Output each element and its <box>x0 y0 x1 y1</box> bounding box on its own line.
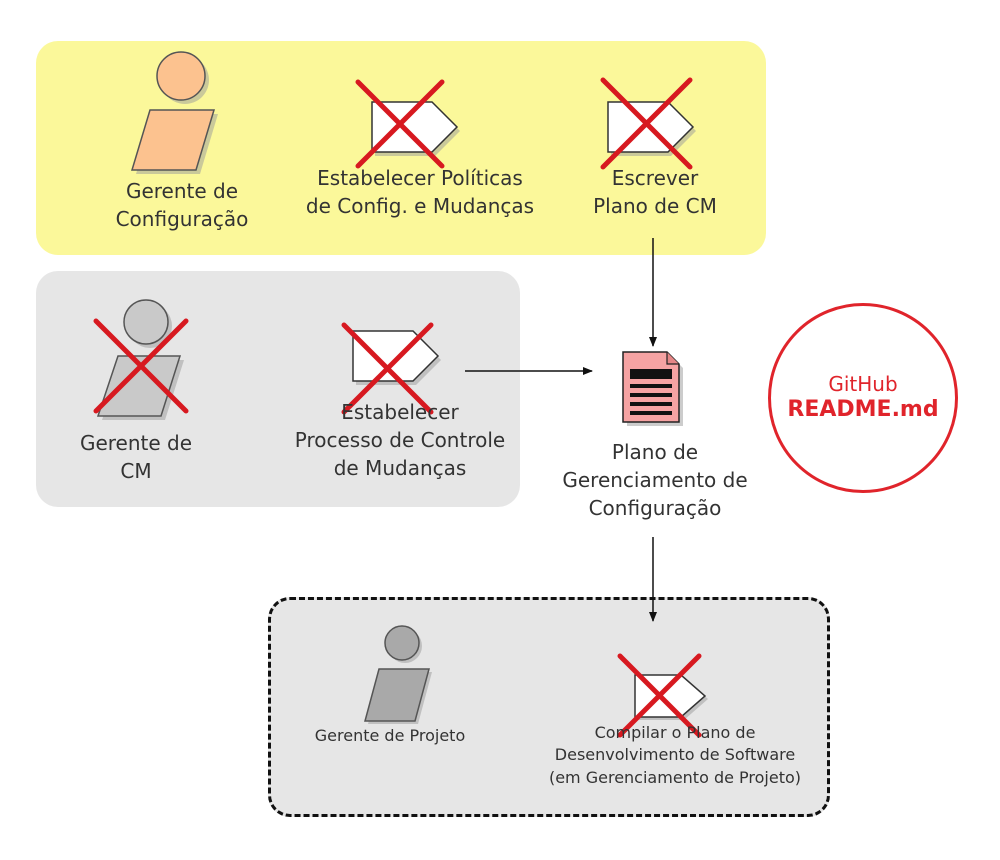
role-project-manager-icon <box>364 625 432 724</box>
task-write-plan-label: Escrever Plano de CM <box>593 166 717 218</box>
cross-out-icon <box>93 318 189 414</box>
role-configuration-manager-label: Gerente de Configuração <box>115 179 249 231</box>
artifact-label: Plano de Gerenciamento de Configuração <box>562 440 748 520</box>
task-compile-plan-label: Compilar o Plano de Desenvolvimento de S… <box>548 723 802 787</box>
task-policies-label: Estabelecer Políticas de Config. e Mudan… <box>305 166 535 218</box>
role-cm-manager-icon <box>96 299 184 420</box>
task-change-control-label: Estabelecer Processo de Controle de Muda… <box>294 400 506 480</box>
cross-out-icon <box>341 322 434 415</box>
github-readme-badge[interactable]: GitHub README.md <box>768 303 958 493</box>
role-project-manager-label: Gerente de Projeto <box>314 726 466 745</box>
artifact-document-icon <box>622 351 683 426</box>
role-configuration-manager-icon <box>130 51 218 174</box>
role-cm-manager-label: Gerente de CM <box>79 431 193 483</box>
cross-out-icon <box>617 653 702 738</box>
cross-out-icon <box>600 77 693 170</box>
badge-readme-text: README.md <box>787 396 939 422</box>
cross-out-icon <box>355 79 445 169</box>
badge-github-text: GitHub <box>828 371 898 396</box>
lane-project-manager <box>268 597 830 817</box>
